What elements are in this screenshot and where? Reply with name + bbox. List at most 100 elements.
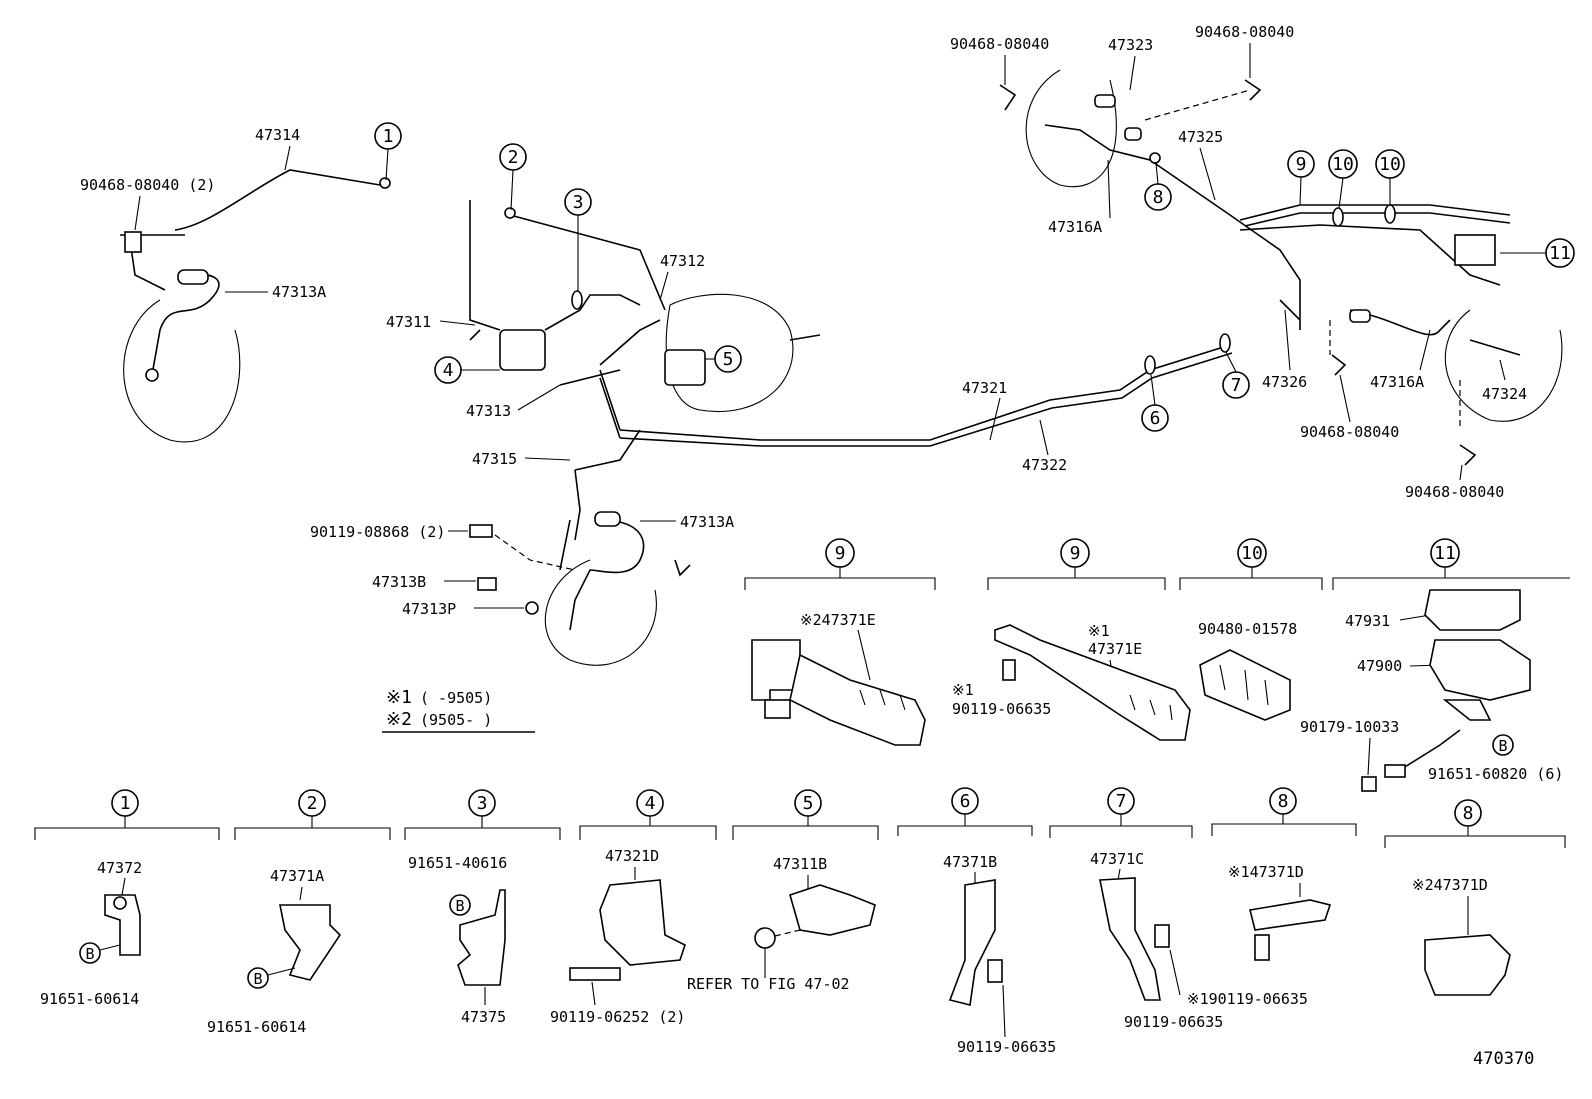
label-90468-top-left: 90468-08040 — [950, 35, 1049, 53]
svg-text:91651-60614: 91651-60614 — [207, 1018, 306, 1036]
label-47311: 47311 — [386, 313, 431, 331]
detail-5: 5 47311B REFER TO FIG 47-02 — [687, 789, 879, 993]
svg-text:91651-60614: 91651-60614 — [40, 990, 139, 1008]
figure-number: 470370 — [1473, 1049, 1534, 1069]
svg-text:3: 3 — [573, 192, 584, 213]
detail-3: 3 91651-40616 B 47375 — [404, 789, 561, 1026]
svg-text:47900: 47900 — [1357, 657, 1402, 675]
svg-text:47311B: 47311B — [773, 855, 827, 873]
svg-text:11: 11 — [1434, 543, 1456, 564]
callout-5: 5 — [705, 345, 742, 373]
bolt-icon — [569, 967, 621, 981]
svg-text:5: 5 — [723, 349, 734, 370]
callout-7: 7 — [1222, 351, 1250, 399]
washer-icon — [525, 601, 539, 615]
label-47313A-center: 47313A — [680, 513, 734, 531]
detail-7: 7 47371C ※190119-06635 90119-06635 — [1049, 787, 1308, 1031]
bolt-icon — [1154, 924, 1170, 948]
bolt-icon — [477, 577, 497, 591]
svg-text:B: B — [85, 945, 94, 963]
label-47324: 47324 — [1482, 385, 1527, 403]
svg-text:8: 8 — [1153, 187, 1164, 208]
label-47313B: 47313B — [372, 573, 426, 591]
svg-text:5: 5 — [803, 793, 814, 814]
label-90119-08868: 90119-08868 (2) — [310, 523, 445, 541]
left-front-brake-assembly — [120, 169, 381, 443]
callout-11: 11 — [1500, 238, 1575, 268]
detail-9a: 9 ※247371E — [744, 538, 936, 746]
svg-text:6: 6 — [960, 791, 971, 812]
svg-text:9: 9 — [1070, 543, 1081, 564]
svg-text:11: 11 — [1549, 243, 1571, 264]
svg-text:(9505- ): (9505- ) — [420, 711, 492, 729]
svg-text:※2: ※2 — [386, 709, 412, 730]
label-47321: 47321 — [962, 379, 1007, 397]
callout-10a: 10 — [1328, 149, 1358, 209]
svg-text:B: B — [253, 970, 262, 988]
svg-text:※1: ※1 — [952, 681, 974, 699]
svg-text:REFER TO FIG 47-02: REFER TO FIG 47-02 — [687, 975, 850, 993]
label-47323: 47323 — [1108, 36, 1153, 54]
svg-text:1: 1 — [383, 126, 394, 147]
label-47312: 47312 — [660, 252, 705, 270]
detail-6: 6 47371B 90119-06635 — [897, 787, 1056, 1056]
svg-text:※190119-06635: ※190119-06635 — [1187, 990, 1308, 1008]
detail-11: 11 47931 47900 90179-10033 B 91651-60820… — [1300, 538, 1570, 792]
detail-10: 10 90480-01578 — [1179, 538, 1323, 721]
callout-6: 6 — [1141, 374, 1169, 432]
bolt-icon — [469, 524, 493, 538]
detail-9b: 9 ※1 47371E ※1 90119-06635 — [952, 538, 1191, 741]
svg-text:91651-40616: 91651-40616 — [408, 854, 507, 872]
label-47314: 47314 — [255, 126, 300, 144]
callout-2: 2 — [499, 143, 527, 211]
label-47313P: 47313P — [402, 600, 456, 618]
svg-text:47375: 47375 — [461, 1008, 506, 1026]
callout-4: 4 — [434, 356, 500, 384]
callout-9: 9 — [1287, 150, 1315, 206]
callout-10b: 10 — [1375, 149, 1405, 205]
junction-markers — [379, 152, 1396, 375]
svg-text:47371A: 47371A — [270, 867, 324, 885]
svg-text:10: 10 — [1379, 154, 1401, 175]
svg-text:4: 4 — [645, 793, 656, 814]
part-labels-top: 47314 90468-08040 (2) 47313A 47312 47311… — [80, 23, 1527, 618]
label-47316A-top: 47316A — [1048, 218, 1102, 236]
label-47313: 47313 — [466, 402, 511, 420]
label-90468-right-1: 90468-08040 — [1300, 423, 1399, 441]
svg-text:※247371D: ※247371D — [1412, 876, 1488, 894]
svg-text:※1: ※1 — [1088, 622, 1110, 640]
svg-text:47931: 47931 — [1345, 612, 1390, 630]
proportioning-valve — [499, 329, 546, 371]
bolt-icon — [1384, 764, 1406, 778]
svg-text:90119-06635: 90119-06635 — [1124, 1013, 1223, 1031]
bolt-icon — [1254, 934, 1270, 961]
svg-text:7: 7 — [1116, 791, 1127, 812]
svg-text:( -9505): ( -9505) — [420, 689, 492, 707]
svg-text:90119-06635: 90119-06635 — [957, 1038, 1056, 1056]
label-47326: 47326 — [1262, 373, 1307, 391]
label-47322: 47322 — [1022, 456, 1067, 474]
clip-icon — [124, 231, 142, 253]
svg-text:B: B — [1498, 737, 1507, 755]
svg-text:91651-60820 (6): 91651-60820 (6) — [1428, 765, 1563, 783]
label-47315: 47315 — [472, 450, 517, 468]
cap-icon — [754, 927, 776, 949]
svg-text:90480-01578: 90480-01578 — [1198, 620, 1297, 638]
svg-text:1: 1 — [120, 793, 131, 814]
valve-5 — [664, 349, 706, 386]
label-47313A-left: 47313A — [272, 283, 326, 301]
detail-8b: 8 ※247371D — [1384, 799, 1566, 996]
svg-text:※1: ※1 — [386, 687, 412, 708]
svg-text:47371C: 47371C — [1090, 850, 1144, 868]
svg-text:2: 2 — [307, 793, 318, 814]
label-47316A-right: 47316A — [1370, 373, 1424, 391]
detail-8a: 8 ※147371D — [1211, 787, 1357, 961]
svg-text:6: 6 — [1150, 408, 1161, 429]
svg-text:4: 4 — [443, 360, 454, 381]
svg-text:※247371E: ※247371E — [800, 611, 876, 629]
svg-text:2: 2 — [508, 147, 519, 168]
label-90468-right-2: 90468-08040 — [1405, 483, 1504, 501]
label-90468-2: 90468-08040 (2) — [80, 176, 215, 194]
nut-icon — [1361, 776, 1377, 792]
svg-text:47372: 47372 — [97, 859, 142, 877]
